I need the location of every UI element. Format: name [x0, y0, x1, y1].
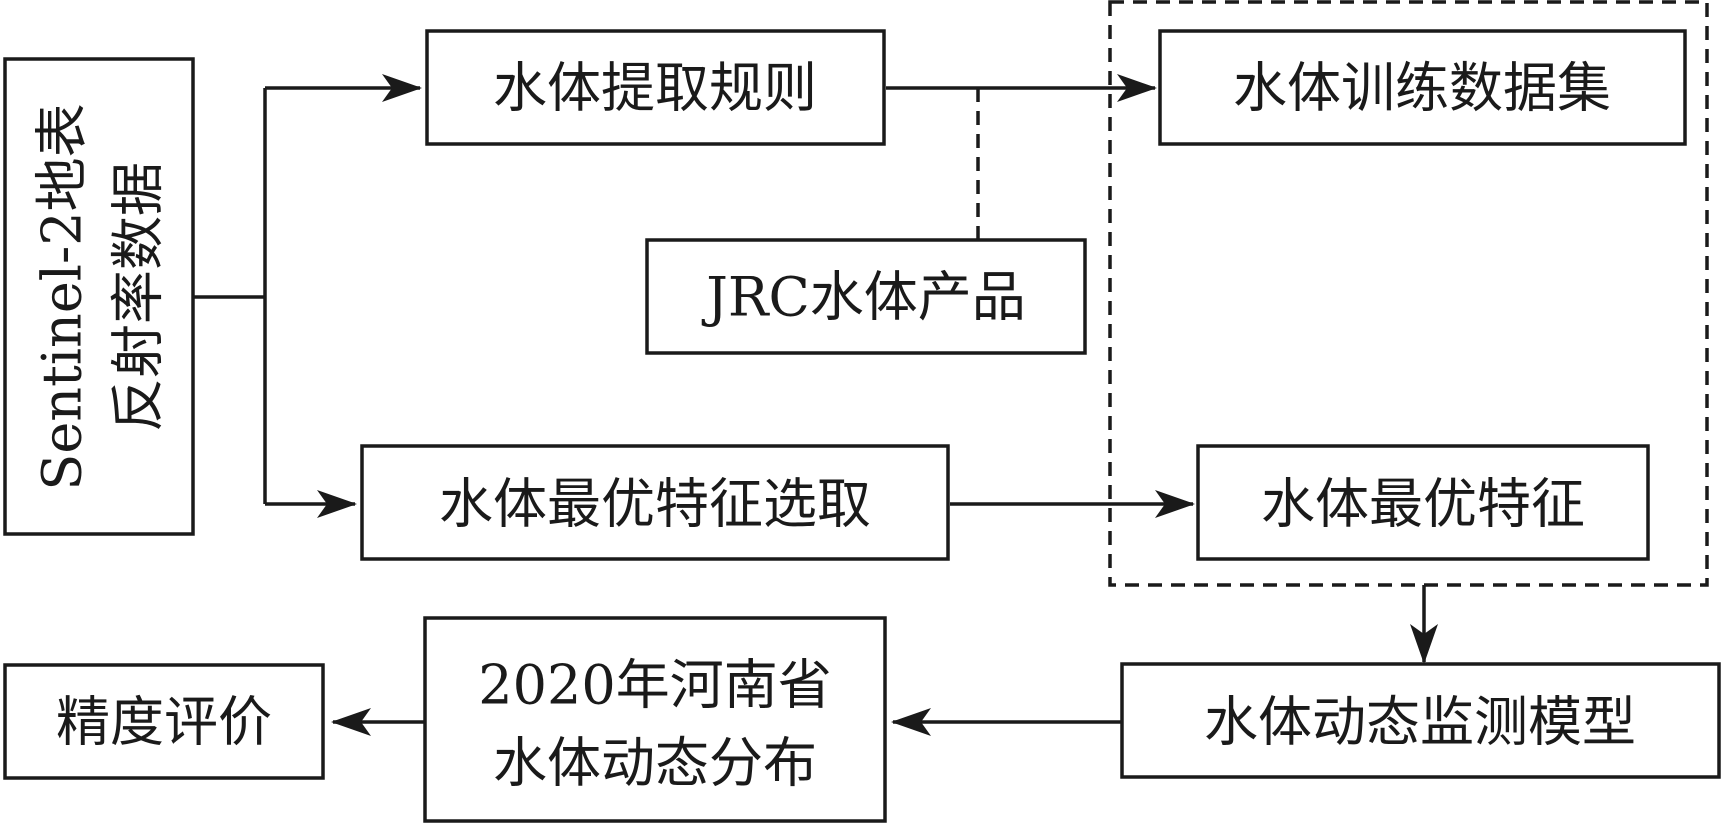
node-distribution-line2: 水体动态分布 [493, 732, 817, 795]
node-jrc: JRC水体产品 [645, 238, 1087, 355]
node-distribution-line1: 2020年河南省 [478, 654, 831, 717]
node-rules-label: 水体提取规则 [493, 57, 817, 120]
node-training: 水体训练数据集 [1158, 29, 1687, 146]
node-sentinel-line2: 反射率数据 [107, 162, 170, 432]
node-model: 水体动态监测模型 [1120, 662, 1721, 779]
node-jrc-label: JRC水体产品 [701, 266, 1026, 329]
node-evaluation: 精度评价 [3, 663, 325, 780]
node-optimal-feature-label: 水体最优特征 [1261, 473, 1585, 536]
node-feature-select: 水体最优特征选取 [360, 444, 950, 561]
node-feature-select-label: 水体最优特征选取 [439, 473, 871, 536]
node-distribution: 2020年河南省 水体动态分布 [423, 616, 887, 823]
node-model-label: 水体动态监测模型 [1204, 691, 1636, 754]
connectors [193, 74, 1438, 736]
dashed-group-box [1108, 0, 1709, 587]
node-evaluation-label: 精度评价 [56, 691, 272, 754]
node-optimal-feature: 水体最优特征 [1196, 444, 1650, 561]
node-sentinel: Sentinel-2地表 反射率数据 [3, 57, 195, 536]
node-rules: 水体提取规则 [425, 29, 886, 146]
node-sentinel-line1: Sentinel-2地表 [31, 103, 94, 490]
node-training-label: 水体训练数据集 [1233, 57, 1611, 120]
